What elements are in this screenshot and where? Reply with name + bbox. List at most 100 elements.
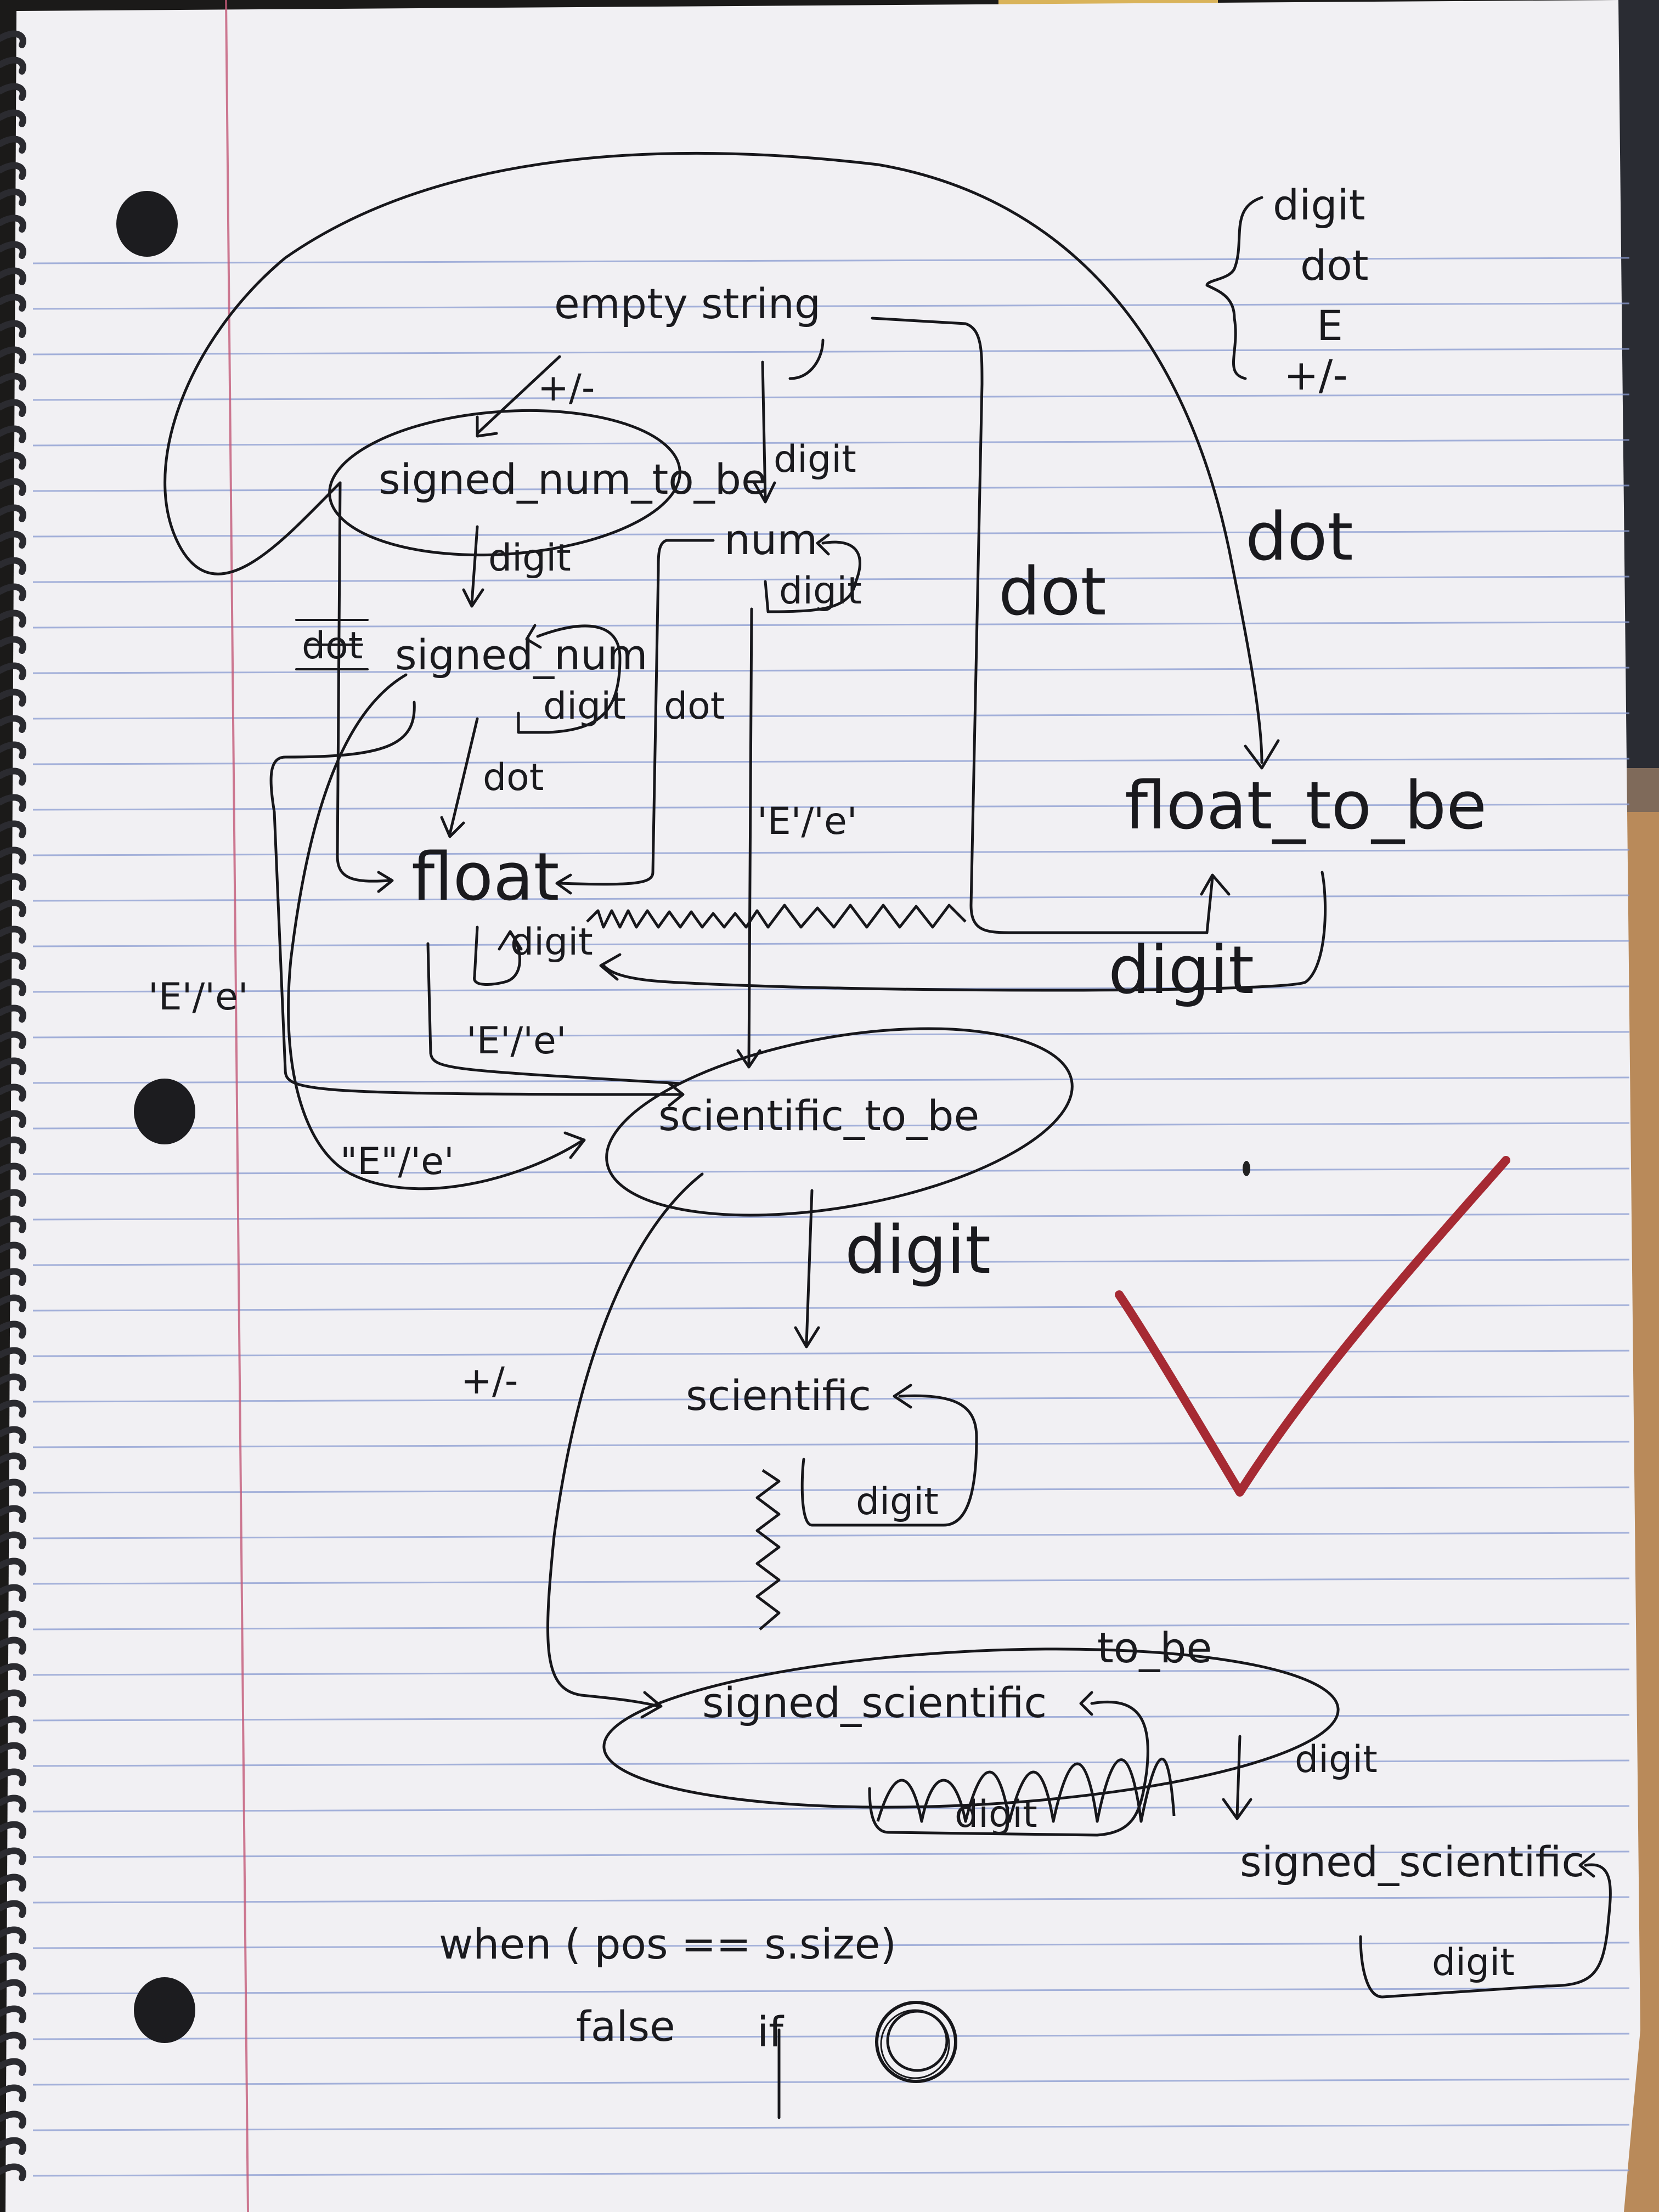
ruled-line [32, 849, 1630, 856]
spiral-coil [0, 2005, 26, 2023]
spiral-binding [0, 30, 26, 2181]
spiral-coil [0, 162, 26, 180]
spiral-coil [0, 1716, 26, 1734]
spiral-coil [0, 610, 26, 628]
ruled-line [32, 302, 1630, 310]
spiral-coil [0, 1742, 26, 1760]
spiral-coil [0, 1874, 26, 1892]
spiral-coil [0, 215, 26, 233]
ruled-line [32, 1942, 1630, 1949]
spiral-coil [0, 57, 26, 75]
ruled-line [32, 439, 1630, 447]
label-float-self: digit [510, 921, 593, 964]
label-sci-to-be-to-sci: digit [845, 1212, 991, 1289]
spiral-coil [0, 1610, 26, 1628]
ruled-line [32, 940, 1630, 947]
edge-num-to-scientific [747, 607, 753, 1066]
ruled-line [32, 1395, 1630, 1403]
spiral-coil [0, 1953, 26, 1971]
spiral-coil [0, 1110, 26, 1128]
spiral-coil [0, 1005, 26, 1023]
label-signed-sci-tobe-self: digit [955, 1793, 1037, 1836]
spiral-coil [0, 267, 26, 285]
state-empty-string: empty string [554, 279, 821, 328]
edge-signed-sci-tobe-to-signed-sci [1235, 1735, 1242, 1818]
accepting-state-circle [875, 2001, 957, 2083]
edge-empty-to-float-to-be [871, 317, 1214, 934]
float-to-be-arrowhead [1244, 739, 1280, 770]
spiral-coil [0, 320, 26, 338]
spiral-coil [0, 1558, 26, 1576]
punch-hole-bottom [134, 1977, 195, 2043]
ruled-line [32, 2033, 1630, 2040]
label-float-to-scientific: 'E'/'e' [466, 1019, 566, 1063]
edge-num-to-float [558, 539, 715, 886]
spiral-coil [0, 1215, 26, 1233]
spiral-coil [0, 2032, 26, 2050]
ruled-line [32, 667, 1630, 674]
scribble-loop [876, 1757, 1176, 1823]
edge-signed-num-to-scientific-outer [287, 673, 583, 1190]
spiral-coil [0, 188, 26, 206]
edge-sci-to-signed-sci [546, 1172, 704, 1708]
spiral-coil [0, 794, 26, 812]
spiral-coil [0, 1768, 26, 1786]
spiral-coil [0, 768, 26, 786]
spiral-coil [0, 1321, 26, 1339]
spiral-coil [0, 899, 26, 917]
ruled-line [32, 1259, 1630, 1266]
spiral-coil [0, 662, 26, 680]
spiral-coil [0, 1795, 26, 1813]
spiral-coil [0, 1268, 26, 1286]
label-loop-to-float-to-be: dot [1245, 499, 1353, 575]
spiral-coil [0, 636, 26, 654]
spiral-coil [0, 1347, 26, 1365]
spiral-coil [0, 557, 26, 575]
big-top-arc [163, 151, 1263, 764]
note-line-1: when ( pos == s.size) [439, 1920, 896, 1968]
legend-item-e: E [1317, 301, 1343, 350]
state-signed-num: signed_num [395, 630, 648, 679]
spiral-coil [0, 1926, 26, 1944]
state-scientific: scientific [686, 1371, 871, 1420]
spiral-coil [0, 1057, 26, 1075]
ruled-line [32, 1532, 1630, 1539]
spiral-coil [0, 346, 26, 364]
edge-signed-to-signed-num [470, 525, 479, 605]
label-signed-to-float: dot [302, 624, 363, 668]
spiral-coil [0, 1373, 26, 1391]
spiral-coil [0, 241, 26, 259]
margin-line [225, 0, 249, 2212]
label-float-to-be-to-float: digit [1108, 933, 1254, 1009]
label-sci-to-signed-sci: +/- [461, 1359, 518, 1403]
ruled-line [32, 2124, 1630, 2131]
spiral-coil [0, 294, 26, 312]
ruled-line [32, 621, 1630, 629]
spiral-coil [0, 741, 26, 759]
spiral-coil [0, 1663, 26, 1681]
state-signed-scientific-to-be: signed_scientific [702, 1678, 1047, 1727]
signed-scientific-to-be-ellipse [602, 1647, 1340, 1809]
spiral-coil [0, 1584, 26, 1602]
spiral-coil [0, 926, 26, 944]
red-checkmark [1115, 1156, 1510, 1497]
spiral-coil [0, 2111, 26, 2129]
spiral-coil [0, 373, 26, 391]
spiral-coil [0, 399, 26, 417]
spiral-coil [0, 1979, 26, 1997]
notebook-page [5, 0, 1640, 2212]
spiral-coil [0, 1189, 26, 1207]
spiral-coil [0, 425, 26, 443]
ruled-line [32, 1031, 1630, 1039]
signed-scientific-self-loop [1359, 1863, 1612, 1999]
ruled-line [32, 1850, 1630, 1858]
label-signed-num-to-scientific-2: "E"/'e' [340, 1140, 454, 1183]
float-self-loop [473, 926, 521, 986]
scientific-self-loop [800, 1394, 978, 1527]
ruled-line [32, 1350, 1630, 1357]
spiral-coil [0, 1479, 26, 1497]
punch-hole-middle [134, 1079, 195, 1144]
state-float: float [411, 839, 560, 916]
edge-float-to-be-to-float [602, 871, 1327, 992]
punch-hole-top [116, 191, 178, 257]
